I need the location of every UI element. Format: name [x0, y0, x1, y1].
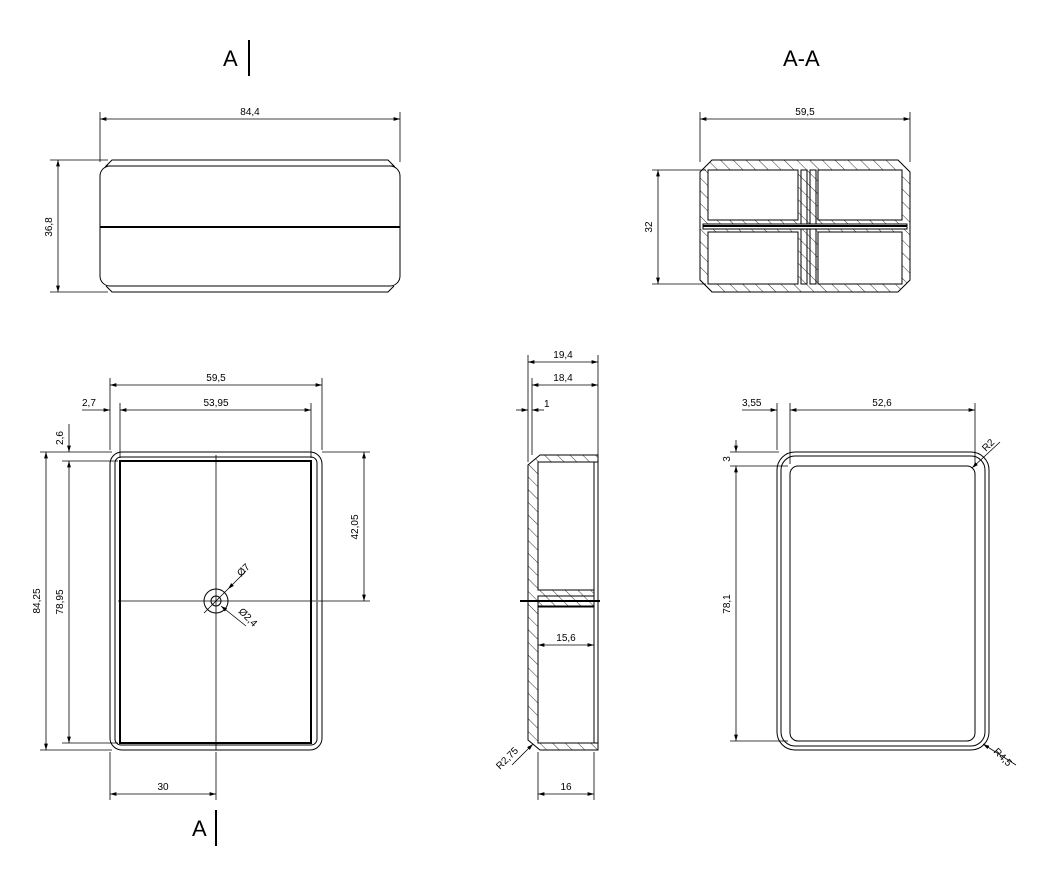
dim-plan-hole-offset-x: 30 [157, 782, 169, 793]
dim-side-radius: R2,75 [494, 745, 521, 772]
dim-plan-inner-height: 78,95 [55, 589, 66, 614]
section-label-top-left: A [223, 40, 250, 76]
section-label-bottom: A [192, 810, 217, 846]
section-letter-a-top: A [223, 46, 238, 71]
dim-side-bottom: 16 [560, 782, 572, 793]
dim-lid-offset-x: 3,55 [742, 398, 762, 409]
dim-lid-corner-inner: R2 [980, 437, 997, 454]
lid-view: 52,6 3,55 78,1 3 R2 R4,5 [722, 398, 1017, 769]
dim-plan-hole-offset-y: 42,05 [350, 514, 361, 539]
dim-lid-inner-height: 78,1 [722, 594, 733, 614]
dim-lid-offset-y: 3 [722, 456, 733, 462]
front-view: 84,4 36,8 [44, 107, 401, 293]
dim-lid-inner-width: 52,6 [872, 398, 892, 409]
section-letter-a-bottom: A [192, 816, 207, 841]
dim-plan-wall-x: 2,7 [82, 398, 96, 409]
dim-section-width: 59,5 [795, 107, 815, 118]
dim-side-total: 19,4 [553, 350, 573, 361]
dim-side-inner: 18,4 [553, 373, 573, 384]
dim-front-width: 84,4 [240, 107, 260, 118]
dim-hole-outer: Ø7 [235, 562, 253, 580]
section-title-a-a: A-A [783, 46, 820, 71]
dim-front-height: 36,8 [44, 217, 55, 237]
dim-hole-inner: Ø2,4 [236, 606, 259, 629]
dim-section-height: 32 [644, 221, 655, 233]
dim-side-mid: 15,6 [556, 633, 576, 644]
dim-plan-outer-height: 84,25 [32, 588, 43, 613]
dim-lid-corner-outer: R4,5 [991, 746, 1014, 769]
dim-plan-inner-width: 53,95 [203, 398, 228, 409]
section-view-a-a: 59,5 32 [644, 107, 911, 293]
side-section-view: 19,4 18,4 1 15,6 16 R2,75 [494, 350, 600, 800]
dim-plan-wall-y: 2,6 [55, 431, 66, 445]
dim-plan-outer-width: 59,5 [206, 373, 226, 384]
dim-side-wall: 1 [544, 399, 550, 410]
plan-view: Ø7 Ø2,4 59,5 53,95 2,7 84,25 78,95 2,6 4… [32, 373, 370, 800]
